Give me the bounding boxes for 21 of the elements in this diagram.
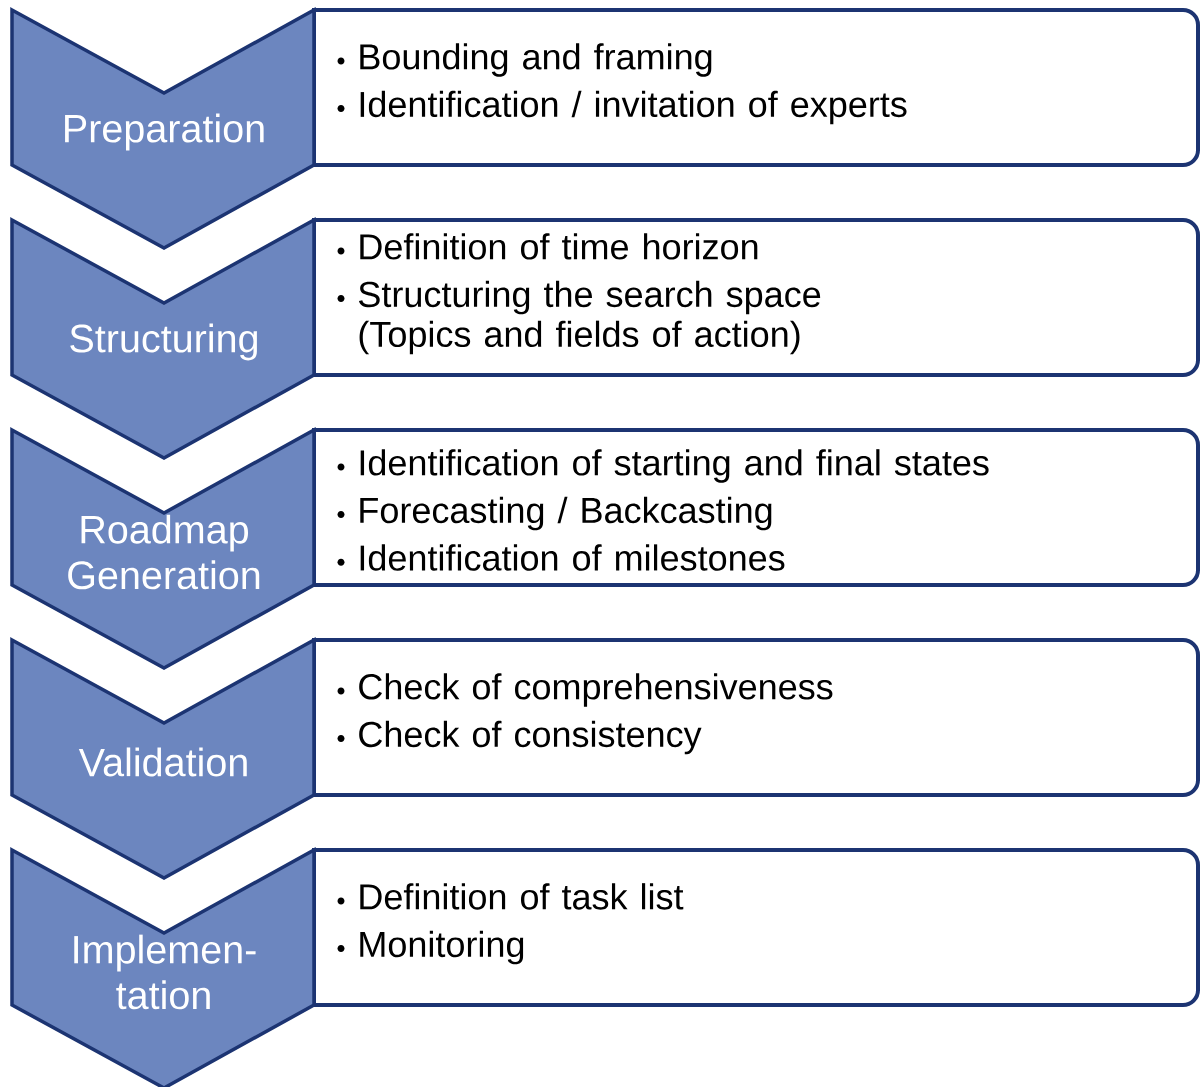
bullet-text: Monitoring bbox=[360, 930, 524, 965]
step-box bbox=[312, 848, 1200, 1007]
bullet-text: Check of comprehensiveness bbox=[359, 673, 833, 707]
bullet-text: Identification / invitation of experts bbox=[360, 90, 907, 125]
chevron-step: Validation bbox=[10, 637, 316, 880]
step-box bbox=[312, 428, 1200, 587]
bullet-text: Bounding and framing bbox=[360, 43, 712, 77]
step-box bbox=[312, 638, 1200, 797]
bullet-text: Structuring the search space (Topics and fields of action) bbox=[359, 280, 821, 355]
chevron-step: Structuring bbox=[10, 217, 316, 460]
chevron-step: Implemen-tation bbox=[10, 847, 316, 1087]
bullet-text: Forecasting / Backcasting bbox=[360, 496, 772, 531]
bullet-text: Identification of starting and final states bbox=[360, 449, 989, 483]
chevron-step: Preparation bbox=[10, 7, 316, 250]
step-box bbox=[312, 218, 1200, 377]
bullet-text: Definition of time horizon bbox=[360, 233, 758, 260]
step-box bbox=[312, 8, 1200, 167]
chevron-step: Roadmap Generation bbox=[10, 427, 316, 670]
bullet-text: Check of consistency bbox=[359, 720, 702, 755]
bullet-text: Identification of milestones bbox=[360, 544, 785, 571]
bullet-text: Definition of task list bbox=[360, 883, 684, 910]
